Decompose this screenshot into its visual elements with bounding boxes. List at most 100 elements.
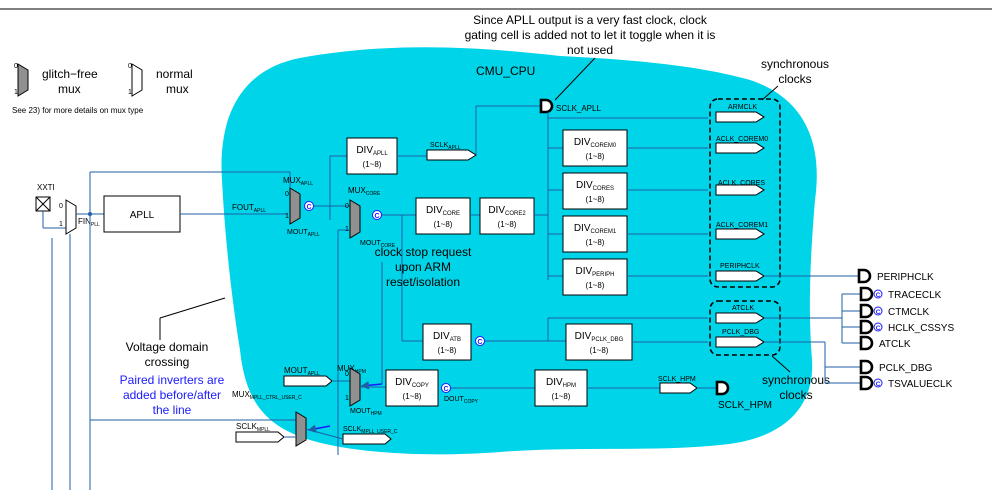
div-copy-label: DIVCOPY (395, 377, 429, 389)
top-note-line-1: Since APLL output is a very fast clock, … (473, 13, 708, 27)
mux-hpm-port-1: 1 (345, 395, 349, 402)
mux-hpm-port-0: 0 (345, 371, 349, 378)
div-atb-label: DIVATB (433, 331, 461, 343)
out-tsvalueclk-label: TSVALUECLK (888, 379, 953, 390)
voltage-line-1: Voltage domain (126, 340, 209, 354)
mux-mpll-label: MUXMPLL_CTRL_USER_C (232, 390, 302, 401)
apll-block (103, 195, 181, 233)
sync-clocks-box-top (709, 98, 781, 288)
sclk-apll-gate-icon (539, 98, 554, 114)
buf-armclk-label: ARMCLK (728, 104, 758, 111)
mux-mpll-ctrl-user-c-icon (295, 411, 307, 447)
apll-label: APLL (130, 210, 155, 221)
out-ctmclk-c-icon (873, 306, 883, 316)
buf-aclk-cores-label: ACLK_CORES (718, 180, 765, 187)
buf-aclk-cores-icon (715, 184, 765, 196)
legend-port-1b: 1 (128, 89, 132, 96)
div-hpm-label: DIVHPM (546, 377, 576, 389)
glitch-free-mux-icon (17, 63, 29, 97)
div-apll-range: (1~8) (363, 160, 382, 169)
mout-apll-label: MOUTAPLL (287, 229, 320, 238)
clock-stop-line-2: upon ARM (395, 260, 451, 274)
buf-pclk-dbg-label: PCLK_DBG (722, 329, 759, 336)
normal-mux-icon (131, 63, 143, 97)
sclk-apll-gate-label: SCLK_APLL (556, 104, 601, 113)
out-hclk-cssys-gate-icon (859, 319, 874, 335)
sclk-mpll-buffer-icon (235, 431, 285, 443)
paired-line-2: added before/after (123, 388, 221, 402)
div-core-label: DIVCORE (426, 205, 460, 217)
out-pclk-dbg-gate-icon (859, 359, 874, 375)
sclk-hpm-label: SCLK_HPM (718, 400, 772, 411)
buf-atclk-label: ATCLK (732, 305, 754, 312)
mout-apll2-label: MOUTAPLL (284, 366, 320, 377)
sync-bottom-line-1: synchronous (762, 373, 830, 387)
fin-mux-port-0: 0 (59, 203, 63, 210)
out-periphclk-label: PERIPHCLK (877, 272, 934, 283)
mux-apll-c-icon (304, 201, 314, 211)
legend-normal-2: mux (166, 82, 189, 96)
div-core2-range: (1~8) (498, 220, 517, 229)
mux-hpm-icon (349, 367, 361, 407)
div-periph-label: DIVPERIPH (575, 266, 614, 278)
div-core-block (415, 197, 471, 235)
div-core-range: (1~8) (434, 220, 453, 229)
legend-port-0b: 0 (128, 63, 132, 70)
paired-line-3: the line (153, 403, 192, 417)
mux-hpm-label: MUXHPM (337, 364, 366, 375)
mout-hpm-label: MOUTHPM (350, 408, 382, 417)
sclk-mpll-in-label: SCLKMPLL (236, 422, 270, 433)
sync-top-line-2: clocks (778, 72, 811, 86)
div-corem0-label: DIVCOREM0 (574, 137, 617, 149)
cmu-cpu-label: CMU_CPU (476, 64, 535, 78)
div-core2-label: DIVCORE2 (488, 205, 526, 217)
sclk-apll-buffer-icon (426, 149, 477, 161)
div-hpm-block (534, 369, 588, 407)
div-periph-range: (1~8) (586, 281, 605, 290)
legend-port-1: 1 (14, 89, 18, 96)
mux-apll-icon (289, 187, 301, 225)
voltage-line-2: crossing (145, 355, 190, 369)
div-cores-range: (1~8) (586, 195, 605, 204)
out-traceclk-gate-icon (859, 286, 874, 302)
mux-core-port-0: 0 (345, 203, 349, 210)
sclk-mpll-user-label: SCLKMPLL_USER_C (343, 426, 398, 435)
sync-bottom-line-2: clocks (779, 388, 812, 402)
div-corem1-block (562, 215, 628, 253)
buf-aclk-corem0-label: ACLK_COREM0 (716, 136, 768, 143)
div-pclk-dbg-label: DIVPCLK_DBG (575, 331, 624, 343)
div-copy-block (385, 369, 439, 407)
div-corem0-range: (1~8) (586, 152, 605, 161)
fout-apll-label: FOUTAPLL (232, 203, 266, 214)
buf-atclk-icon (715, 312, 765, 324)
div-atb-c-icon (475, 336, 485, 346)
out-atclk-label: ATCLK (879, 339, 911, 350)
div-apll-block (346, 137, 398, 175)
fin-mux-port-1: 1 (59, 221, 63, 228)
buf-periphclk-icon (715, 270, 765, 282)
fin-label: FINPLL (78, 217, 100, 228)
buf-aclk-corem0-icon (715, 142, 765, 154)
legend-see-note: See 23) for more details on mux type (12, 106, 144, 115)
out-traceclk-c-icon (873, 289, 883, 299)
out-hclk-cssys-label: HCLK_CSSYS (888, 323, 954, 334)
div-atb-block (422, 323, 472, 361)
mout-apll2-buffer-icon (283, 375, 333, 387)
div-atb-c-text: C (478, 339, 483, 346)
sclk-hpm-gate-icon (715, 380, 730, 396)
buf-sclk-hpm-label: SCLK_HPM (658, 376, 696, 383)
buf-pclk-dbg-icon (715, 336, 765, 348)
out-hclk-cssys-c-text: C (876, 325, 881, 332)
legend: 0 1 glitch−free mux 0 1 normal mux See 2… (12, 63, 193, 115)
out-tsvalueclk-c-icon (873, 378, 883, 388)
div-apll-label: DIVAPLL (356, 145, 388, 157)
legend-normal-1: normal (156, 67, 193, 81)
legend-glitch-free-1: glitch−free (42, 67, 98, 81)
out-tsvalueclk-c-text: C (876, 381, 881, 388)
mux-core-label: MUXCORE (348, 186, 381, 197)
buf-periphclk-label: PERIPHCLK (720, 263, 760, 270)
div-hpm-range: (1~8) (552, 392, 571, 401)
sclk-apll-small-label: SCLKAPLL (430, 142, 461, 151)
div-copy-c-text: C (444, 386, 449, 393)
